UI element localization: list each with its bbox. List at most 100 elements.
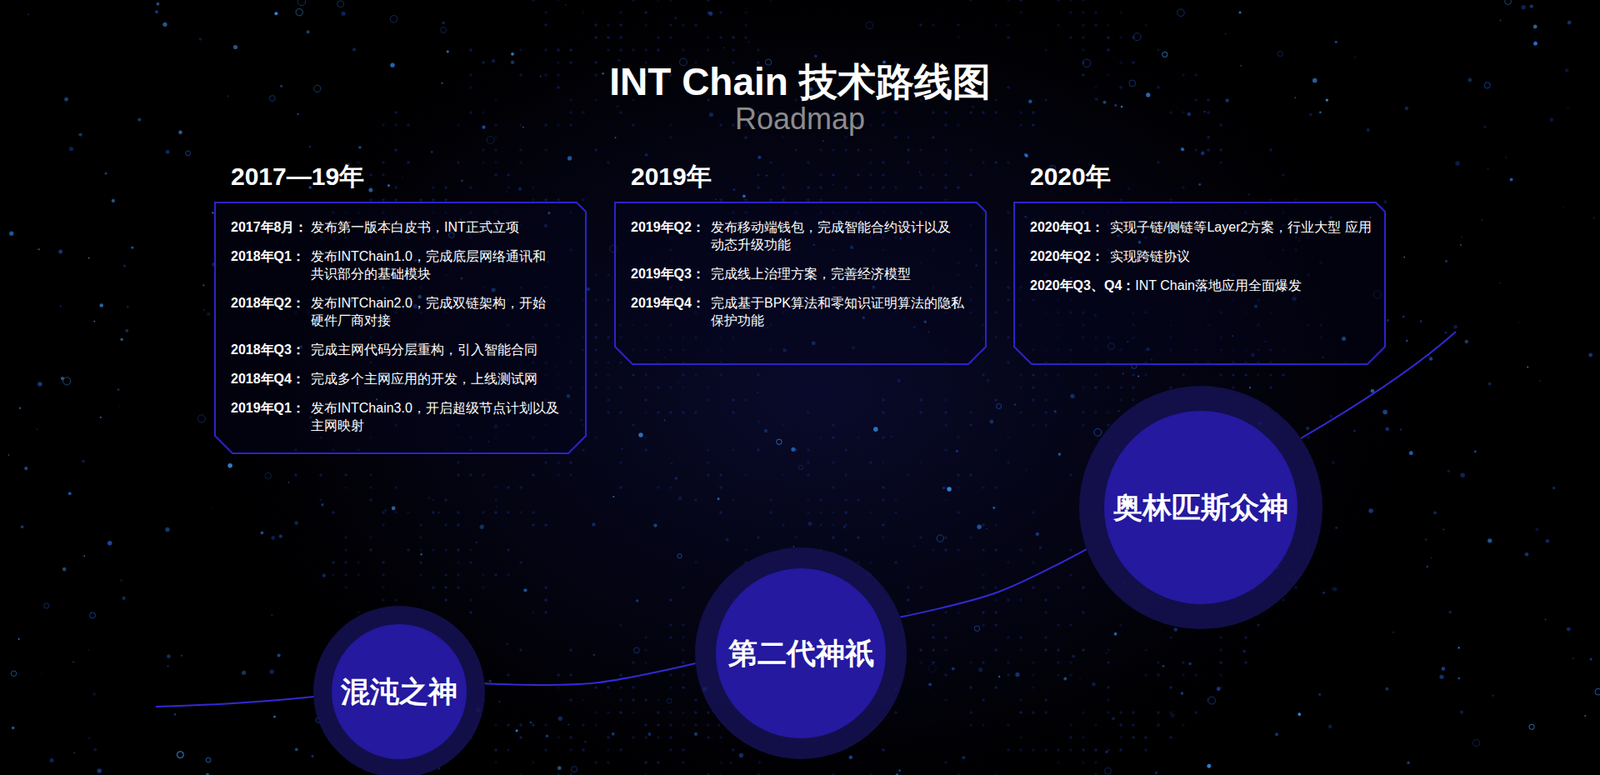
globe-dot bbox=[369, 535, 373, 540]
globe-dot bbox=[544, 460, 548, 465]
star-dot bbox=[288, 481, 290, 483]
milestone-date: 2018年Q1： bbox=[230, 247, 311, 283]
globe-dot bbox=[619, 460, 623, 465]
milestone-row: 2020年Q1：实现子链/侧链等Layer2方案，行业大型 应用 bbox=[1030, 218, 1376, 236]
star-dot bbox=[185, 150, 191, 156]
globe-dot bbox=[869, 198, 873, 202]
star-dot bbox=[933, 720, 935, 722]
globe-dot bbox=[756, 173, 760, 177]
globe-dot bbox=[519, 48, 523, 52]
globe-dot bbox=[1031, 385, 1035, 390]
globe-dot bbox=[631, 660, 635, 665]
globe-dot bbox=[769, 160, 773, 165]
globe-dot bbox=[606, 385, 610, 390]
globe-dot bbox=[1006, 435, 1010, 440]
globe-dot bbox=[969, 660, 973, 665]
globe-dot bbox=[481, 473, 485, 477]
star-dot bbox=[491, 59, 495, 63]
globe-dot bbox=[1069, 673, 1073, 677]
globe-dot bbox=[994, 523, 998, 527]
star-dot bbox=[717, 497, 720, 500]
globe-dot bbox=[606, 335, 610, 340]
globe-dot bbox=[1019, 123, 1023, 127]
star-dot bbox=[1039, 545, 1042, 549]
globe-dot bbox=[644, 648, 648, 652]
globe-dot bbox=[1044, 598, 1048, 602]
milestone-row: 2019年Q3：完成线上治理方案，完善经济模型 bbox=[630, 265, 977, 283]
star-dot bbox=[446, 50, 450, 53]
star-dot bbox=[63, 377, 71, 385]
star-dot bbox=[294, 520, 299, 525]
globe-dot bbox=[881, 485, 885, 490]
globe-dot bbox=[894, 560, 898, 565]
globe-dot bbox=[1069, 473, 1073, 477]
globe-dot bbox=[1119, 60, 1123, 65]
star-dot bbox=[616, 105, 619, 108]
globe-dot bbox=[944, 185, 948, 190]
globe-dot bbox=[719, 773, 723, 775]
globe-dot bbox=[556, 73, 560, 77]
globe-dot bbox=[344, 473, 348, 477]
globe-dot bbox=[481, 160, 485, 165]
star-dot bbox=[18, 638, 20, 640]
globe-dot bbox=[919, 648, 923, 652]
globe-dot bbox=[856, 173, 860, 177]
globe-dot bbox=[1081, 423, 1085, 427]
globe-dot bbox=[1269, 148, 1273, 152]
globe-dot bbox=[619, 685, 623, 690]
globe-dot bbox=[769, 498, 773, 502]
globe-dot bbox=[1044, 635, 1048, 640]
globe-dot bbox=[1131, 60, 1135, 65]
star-dot bbox=[401, 176, 404, 179]
star-dot bbox=[898, 769, 901, 772]
star-dot bbox=[653, 523, 657, 527]
globe-dot bbox=[444, 185, 448, 190]
globe-dot bbox=[694, 723, 698, 727]
globe-dot bbox=[694, 698, 698, 702]
globe-dot bbox=[606, 48, 610, 52]
globe-dot bbox=[944, 535, 948, 540]
globe-dot bbox=[1056, 660, 1060, 665]
globe-dot bbox=[1106, 48, 1110, 52]
globe-dot bbox=[931, 635, 935, 640]
star-dot bbox=[270, 614, 274, 617]
star-dot bbox=[675, 476, 678, 480]
globe-dot bbox=[956, 473, 960, 477]
globe-dot bbox=[619, 710, 623, 715]
globe-dot bbox=[869, 510, 873, 515]
globe-dot bbox=[544, 123, 548, 127]
globe-dot bbox=[644, 723, 648, 727]
globe-dot bbox=[706, 398, 710, 402]
star-dot bbox=[1535, 527, 1539, 531]
globe-dot bbox=[1019, 410, 1023, 415]
globe-dot bbox=[1069, 748, 1073, 752]
globe-dot bbox=[706, 735, 710, 740]
globe-dot bbox=[431, 548, 435, 552]
globe-dot bbox=[1206, 148, 1210, 152]
star-dot bbox=[523, 588, 527, 592]
globe-dot bbox=[456, 560, 460, 565]
globe-dot bbox=[1119, 385, 1123, 390]
milestone-text: 发布第一版本白皮书，INT正式立项 bbox=[310, 218, 577, 236]
globe-dot bbox=[1069, 35, 1073, 40]
star-dot bbox=[843, 525, 846, 529]
globe-dot bbox=[831, 173, 835, 177]
milestone-row: 2019年Q1：发布INTChain3.0，开启超级节点计划以及 主网映射 bbox=[230, 399, 577, 435]
star-dot bbox=[557, 765, 562, 770]
star-dot bbox=[99, 303, 103, 307]
star-dot bbox=[460, 179, 464, 182]
year-heading: 2020年 bbox=[1013, 161, 1386, 192]
star-dot bbox=[1024, 153, 1028, 157]
globe-dot bbox=[981, 623, 985, 627]
star-dot bbox=[180, 655, 183, 657]
globe-dot bbox=[431, 510, 435, 515]
stage-circle: 混沌之神 bbox=[313, 605, 485, 775]
globe-dot bbox=[469, 610, 473, 615]
globe-dot bbox=[1069, 723, 1073, 727]
globe-dot bbox=[1219, 123, 1223, 127]
globe-dot bbox=[594, 148, 598, 152]
star-dot bbox=[1353, 430, 1355, 432]
globe-dot bbox=[494, 173, 498, 177]
globe-dot bbox=[481, 60, 485, 65]
globe-dot bbox=[1331, 460, 1335, 465]
